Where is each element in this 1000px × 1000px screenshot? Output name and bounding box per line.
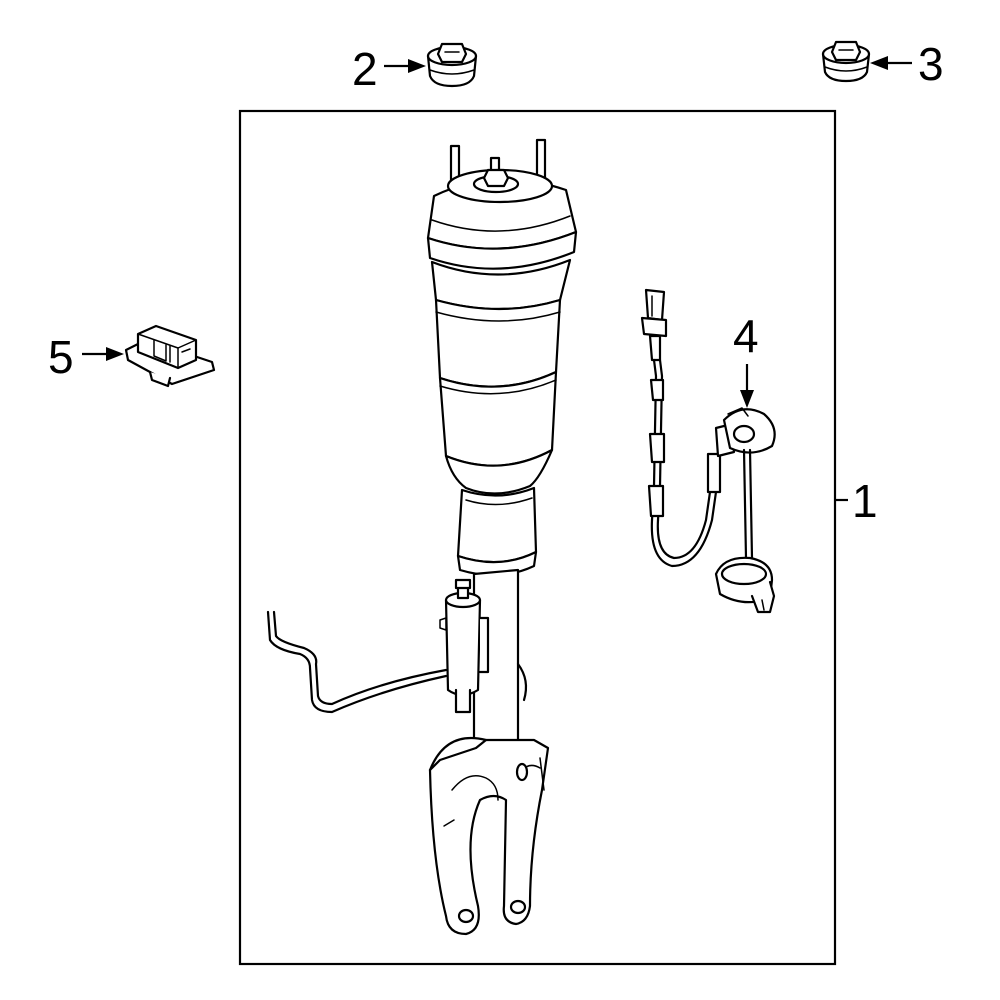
- callout-4[interactable]: 4: [733, 310, 759, 408]
- part-5-clip[interactable]: [124, 324, 216, 388]
- callout-5-label: 5: [48, 331, 74, 383]
- callout-1-label: 1: [852, 475, 878, 527]
- callout-1[interactable]: 1: [835, 475, 878, 527]
- callout-2[interactable]: 2: [352, 43, 426, 95]
- callout-3[interactable]: 3: [870, 38, 944, 90]
- callout-2-label: 2: [352, 43, 378, 95]
- callout-2-arrowhead: [408, 59, 426, 73]
- part-3-flange-nut[interactable]: [821, 40, 871, 83]
- callout-4-arrowhead: [740, 390, 754, 408]
- assembly-frame: [238, 109, 837, 966]
- callout-3-label: 3: [918, 38, 944, 90]
- part-1-air-strut[interactable]: [266, 138, 578, 936]
- part-4-level-sensor[interactable]: [640, 288, 776, 614]
- callout-5-arrowhead: [106, 347, 124, 361]
- callout-5[interactable]: 5: [48, 331, 124, 383]
- part-2-flange-nut[interactable]: [426, 42, 478, 88]
- callout-4-label: 4: [733, 310, 759, 362]
- callout-3-arrowhead: [870, 56, 888, 70]
